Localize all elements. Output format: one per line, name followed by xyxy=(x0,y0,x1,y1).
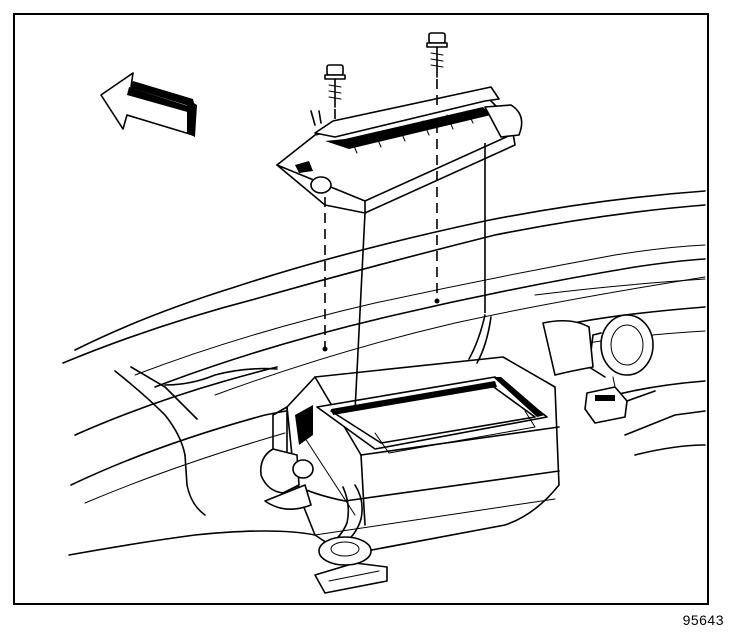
hvac-module-lower-case xyxy=(272,314,560,594)
upper-module-housing xyxy=(276,86,523,214)
harness-connector xyxy=(584,376,656,424)
service-illustration xyxy=(62,32,706,594)
blower-motor xyxy=(542,314,654,378)
mounting-bolt-left xyxy=(324,64,346,108)
figure-number: 95643 xyxy=(682,612,724,628)
mounting-bolt-right xyxy=(426,32,448,78)
front-direction-arrow-icon xyxy=(100,72,197,137)
drain-hose xyxy=(318,484,372,566)
side-fitting xyxy=(259,448,314,510)
illustration-frame xyxy=(13,13,709,605)
alignment-guides xyxy=(322,79,486,412)
cowl-panel xyxy=(62,190,706,556)
